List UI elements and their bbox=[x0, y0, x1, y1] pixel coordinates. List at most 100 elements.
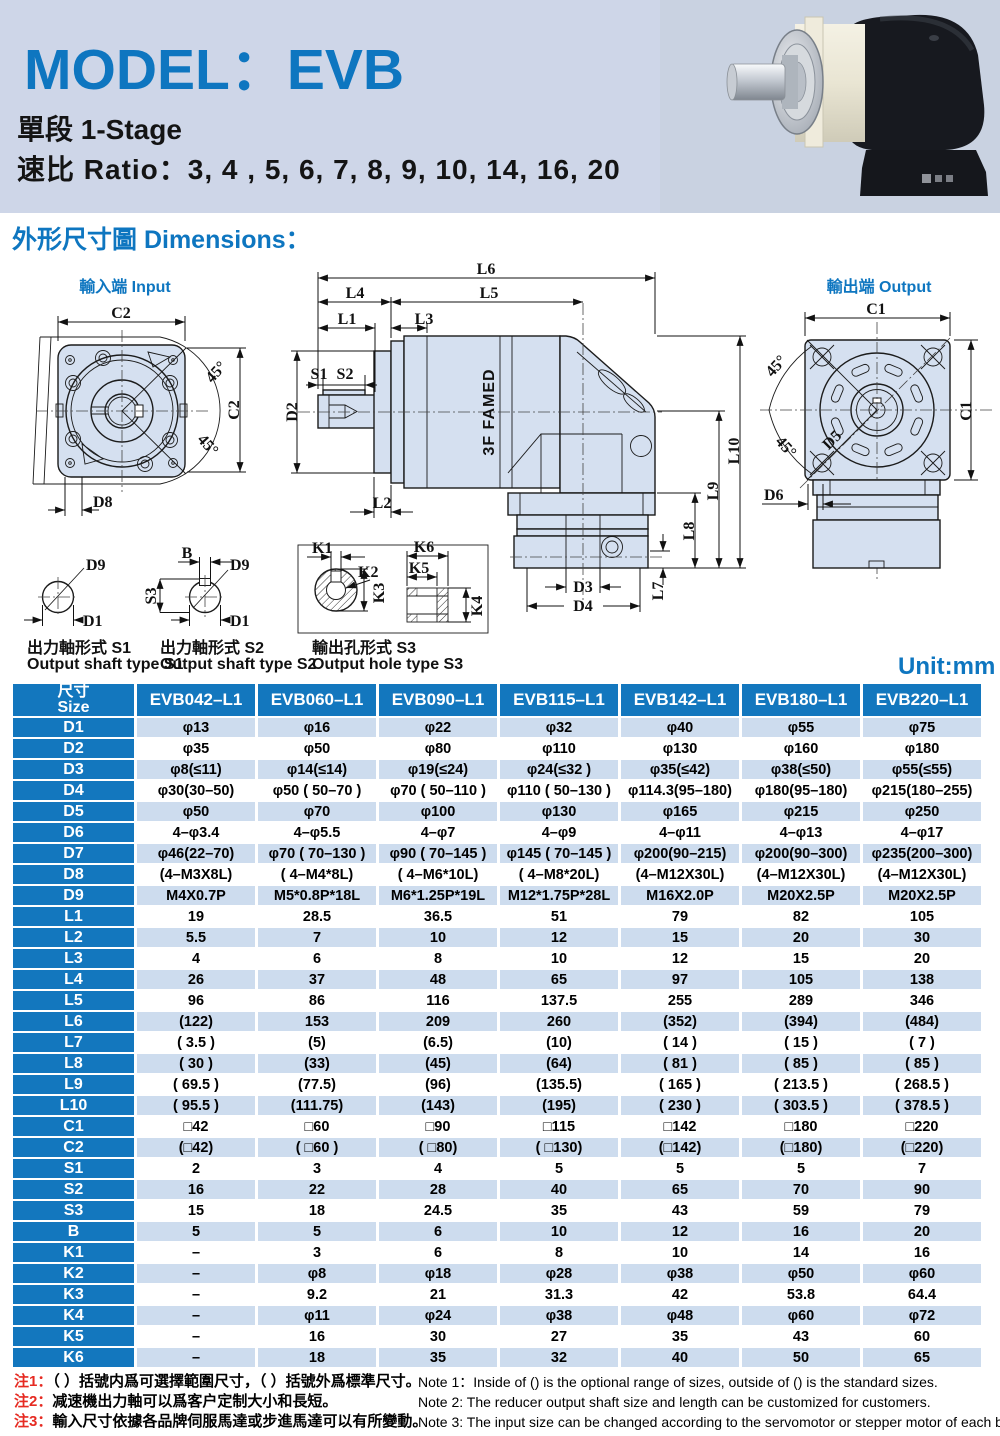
cell-value: 31.3 bbox=[500, 1285, 618, 1304]
caption-s2-en: Output shaft type S2 bbox=[160, 656, 317, 673]
cell-value: (4–M12X30L) bbox=[863, 865, 981, 884]
caption-s3-en: Output hole type S3 bbox=[312, 656, 463, 673]
dim-label-s2: S2 bbox=[337, 366, 354, 383]
column-header: EVB220–L1 bbox=[863, 684, 981, 716]
cell-value: 4–φ13 bbox=[742, 823, 860, 842]
cell-value: 116 bbox=[379, 991, 497, 1010]
cell-value: (143) bbox=[379, 1096, 497, 1115]
cell-value: 35 bbox=[621, 1327, 739, 1346]
cell-value: 97 bbox=[621, 970, 739, 989]
cell-value: 153 bbox=[258, 1012, 376, 1031]
row-label: K1 bbox=[13, 1243, 134, 1262]
dim-label-c2-top: C2 bbox=[111, 305, 131, 322]
dim-label-45-output-bottom: 45° bbox=[772, 433, 800, 461]
dim-label-c1-right: C1 bbox=[958, 401, 975, 421]
cell-value: ( 7 ) bbox=[863, 1033, 981, 1052]
cell-value: (64) bbox=[500, 1054, 618, 1073]
cell-value: 65 bbox=[863, 1348, 981, 1367]
cell-value: ( 213.5 ) bbox=[742, 1075, 860, 1094]
column-header: EVB042–L1 bbox=[137, 684, 255, 716]
row-label: D7 bbox=[13, 844, 134, 863]
row-label: K2 bbox=[13, 1264, 134, 1283]
dim-label-45-output-top: 45° bbox=[763, 352, 791, 380]
cell-value: □220 bbox=[863, 1117, 981, 1136]
cell-value: 15 bbox=[137, 1201, 255, 1220]
cell-value: 60 bbox=[863, 1327, 981, 1346]
cell-value: 4 bbox=[137, 949, 255, 968]
cell-value: 105 bbox=[742, 970, 860, 989]
dim-label-k1: K1 bbox=[312, 540, 332, 557]
cell-value: φ235(200–300) bbox=[863, 844, 981, 863]
cell-value: 30 bbox=[379, 1327, 497, 1346]
cell-value: 20 bbox=[863, 1222, 981, 1241]
cell-value: 26 bbox=[137, 970, 255, 989]
cell-value: φ130 bbox=[500, 802, 618, 821]
dim-label-k2: K2 bbox=[358, 564, 378, 581]
dim-label-k3: K3 bbox=[371, 583, 388, 603]
cell-value: 209 bbox=[379, 1012, 497, 1031]
cell-value: 35 bbox=[500, 1201, 618, 1220]
row-label: S2 bbox=[13, 1180, 134, 1199]
cell-value: φ28 bbox=[500, 1264, 618, 1283]
cell-value: φ70 ( 50–110 ) bbox=[379, 781, 497, 800]
column-header: EVB115–L1 bbox=[500, 684, 618, 716]
cell-value: (96) bbox=[379, 1075, 497, 1094]
cell-value: φ200(90–300) bbox=[742, 844, 860, 863]
cell-value: 65 bbox=[621, 1180, 739, 1199]
cell-value: 10 bbox=[500, 949, 618, 968]
cell-value: ( 81 ) bbox=[621, 1054, 739, 1073]
cell-value: 5.5 bbox=[137, 928, 255, 947]
row-label: S3 bbox=[13, 1201, 134, 1220]
cell-value: 18 bbox=[258, 1348, 376, 1367]
dim-label-l7: L7 bbox=[650, 582, 667, 601]
cell-value: 12 bbox=[500, 928, 618, 947]
cell-value: 15 bbox=[742, 949, 860, 968]
cell-value: 3 bbox=[258, 1243, 376, 1262]
cell-value: φ35 bbox=[137, 739, 255, 758]
dim-label-l9: L9 bbox=[705, 482, 722, 501]
dim-label-k5: K5 bbox=[409, 560, 429, 577]
cell-value: 50 bbox=[742, 1348, 860, 1367]
notes-english: Note 1：Inside of () is the optional rang… bbox=[418, 1372, 1000, 1432]
row-label: L10 bbox=[13, 1096, 134, 1115]
cell-value: φ55(≤55) bbox=[863, 760, 981, 779]
cell-value: – bbox=[137, 1243, 255, 1262]
note-line-en: Note 1：Inside of () is the optional rang… bbox=[418, 1374, 938, 1390]
input-view-heading: 輸入端 Input bbox=[79, 277, 171, 296]
dimensions-section-title: 外形尺寸圖 Dimensions： bbox=[12, 226, 311, 254]
cell-value: 105 bbox=[863, 907, 981, 926]
dim-label-d9-s1: D9 bbox=[86, 557, 106, 574]
cell-value: □42 bbox=[137, 1117, 255, 1136]
cell-value: (4–M12X30L) bbox=[742, 865, 860, 884]
cell-value: ( 4–M6*10L) bbox=[379, 865, 497, 884]
table-row: L9( 69.5 )(77.5)(96)(135.5)( 165 )( 213.… bbox=[13, 1075, 981, 1094]
cell-value: 9.2 bbox=[258, 1285, 376, 1304]
cell-value: M16X2.0P bbox=[621, 886, 739, 905]
row-label: S1 bbox=[13, 1159, 134, 1178]
row-label: B bbox=[13, 1222, 134, 1241]
dim-label-b: B bbox=[182, 545, 193, 562]
cell-value: (111.75) bbox=[258, 1096, 376, 1115]
cell-value: φ50 ( 50–70 ) bbox=[258, 781, 376, 800]
row-label: K3 bbox=[13, 1285, 134, 1304]
cell-value: (4–M3X8L) bbox=[137, 865, 255, 884]
cell-value: φ11 bbox=[258, 1306, 376, 1325]
cell-value: φ250 bbox=[863, 802, 981, 821]
row-label: L8 bbox=[13, 1054, 134, 1073]
dim-label-c1-top: C1 bbox=[866, 301, 886, 318]
cell-value: 53.8 bbox=[742, 1285, 860, 1304]
row-label: K5 bbox=[13, 1327, 134, 1346]
cell-value: φ50 bbox=[258, 739, 376, 758]
cell-value: φ215(180–255) bbox=[863, 781, 981, 800]
cell-value: 14 bbox=[742, 1243, 860, 1262]
row-label: D3 bbox=[13, 760, 134, 779]
